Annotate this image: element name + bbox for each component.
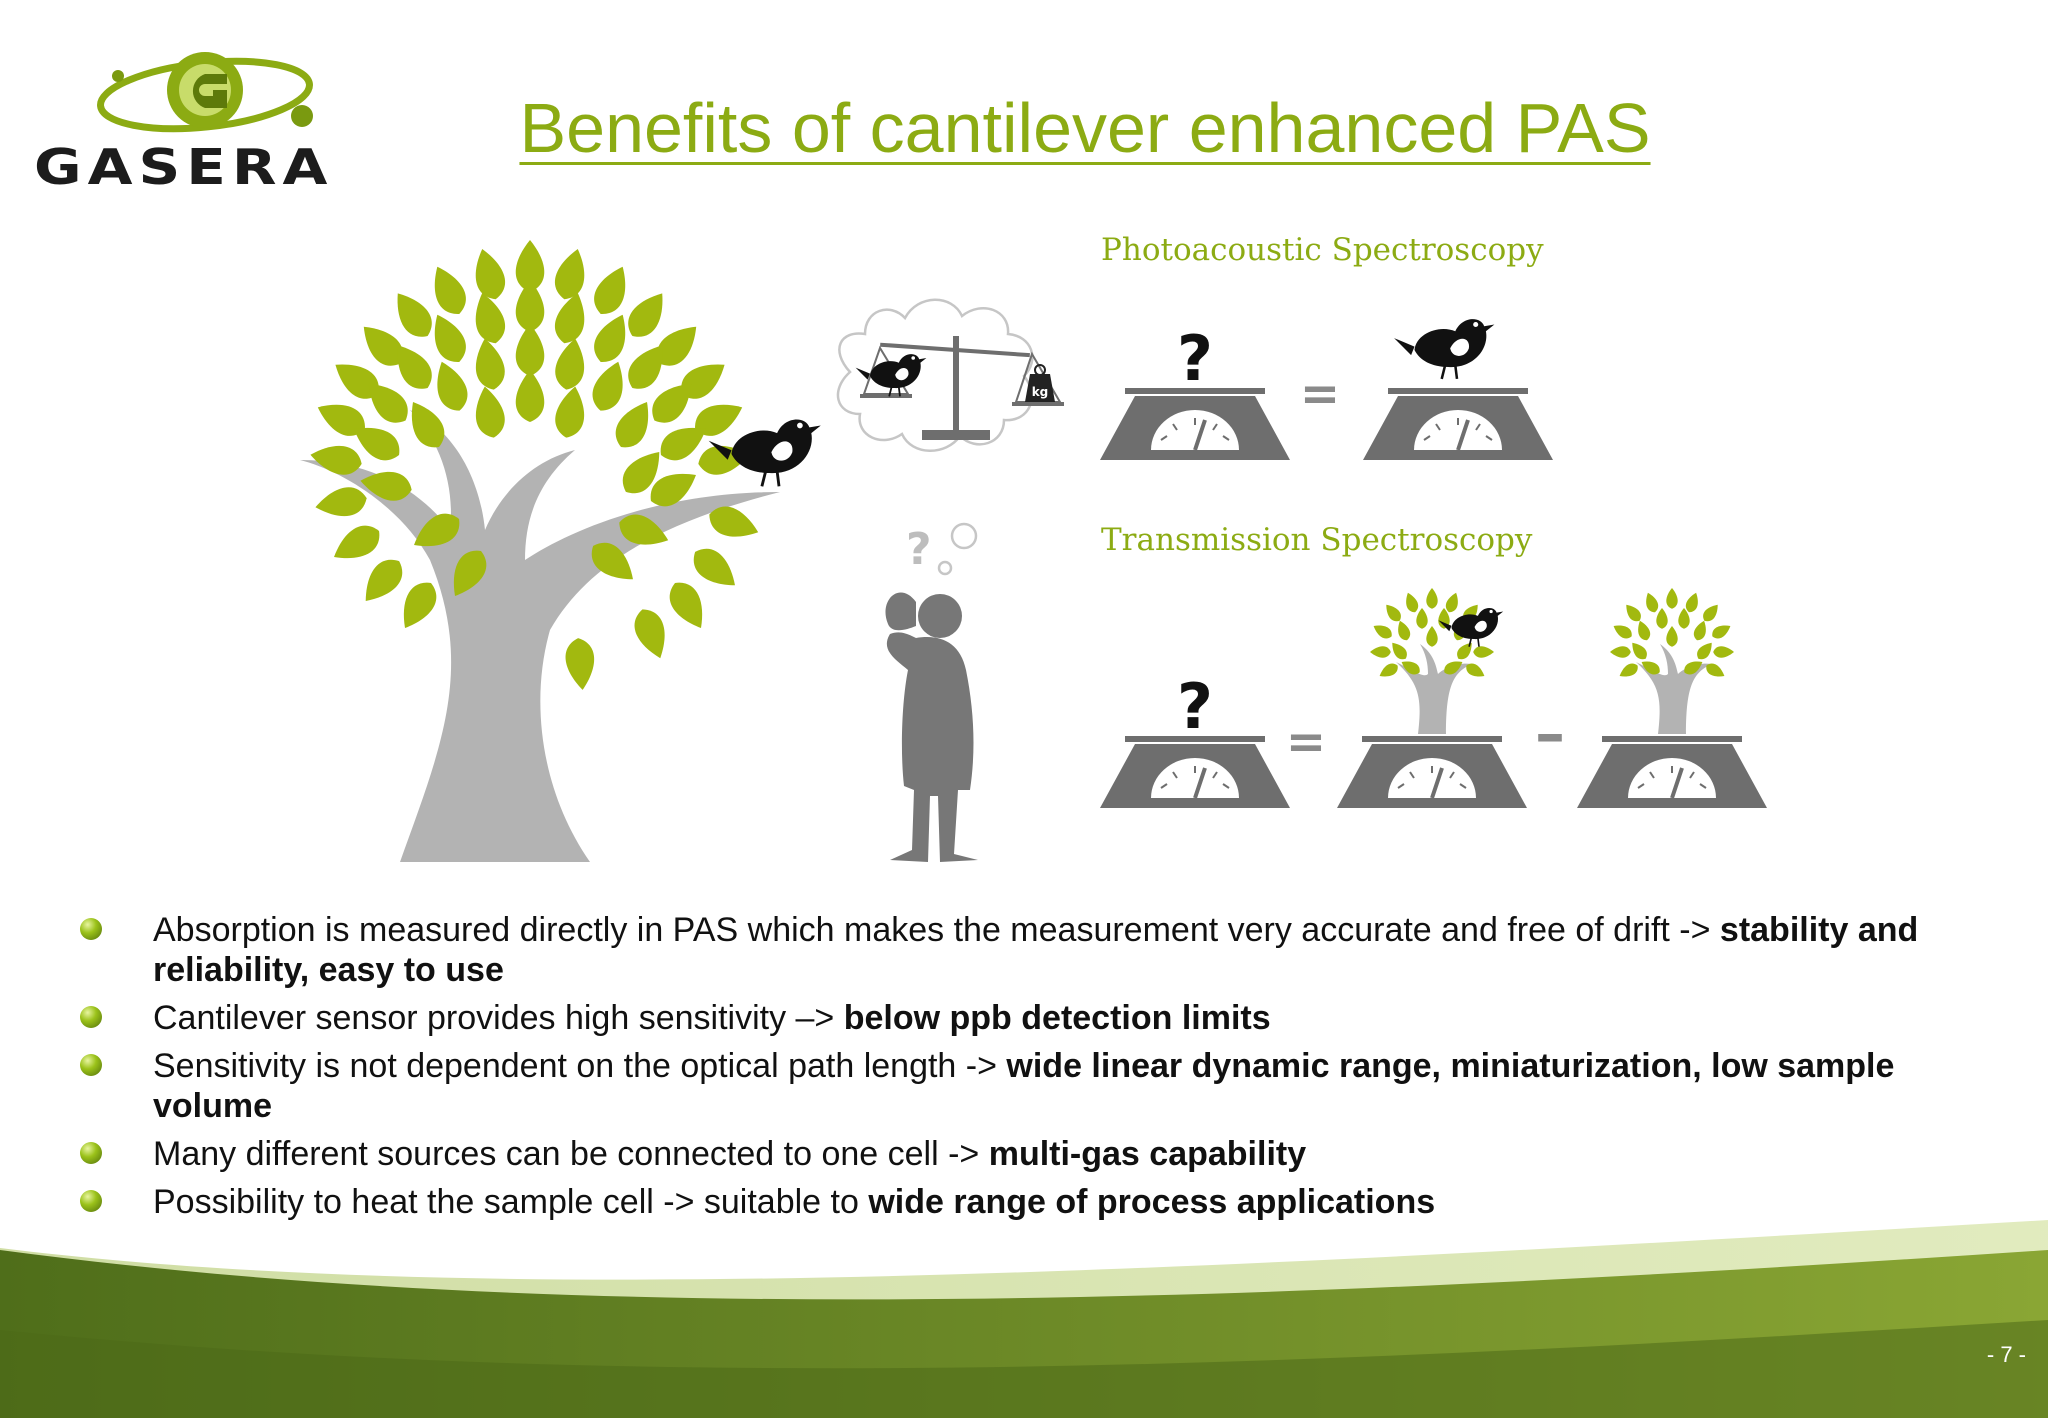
equals-sign: = [1300,366,1340,422]
list-item: Many different sources can be connected … [80,1134,2000,1174]
bullet-icon [80,1142,102,1164]
thinking-question-mark: ? [906,524,932,575]
benefits-list: Absorption is measured directly in PAS w… [80,910,2000,1230]
bullet-text: Sensitivity is not dependent on the opti… [153,1047,1007,1085]
bullet-highlight: wide range of process applications [868,1183,1436,1221]
unknown-question-mark: ? [1177,670,1213,743]
slide-title: Benefits of cantilever enhanced PAS [519,89,1651,167]
bullet-highlight: wide linear dynamic range, miniaturizati… [153,1047,1895,1125]
bullet-highlight: stability and reliability, easy to use [153,911,1919,989]
footer-wave [0,1220,2048,1418]
bullet-icon [80,918,102,940]
thinking-person-icon: ? [885,524,978,862]
bullet-highlight: below ppb detection limits [843,999,1271,1037]
pas-illustration: kg ? ? = ? = – [300,240,1769,862]
tree-with-bird-icon [1370,588,1494,734]
list-item: Sensitivity is not dependent on the opti… [80,1046,2000,1126]
pas-equation: ? = [1098,317,1555,462]
equals-sign: = [1286,714,1326,770]
tree-without-bird-icon [1610,588,1734,734]
pas-label: Photoacoustic Spectroscopy [1101,232,1544,268]
logo-emblem-icon [97,52,313,133]
list-item: Absorption is measured directly in PAS w… [80,910,2000,990]
minus-sign: – [1535,699,1565,769]
scale-right-icon [1575,734,1769,810]
bullet-icon [80,1054,102,1076]
unknown-question-mark: ? [1177,322,1213,395]
page-number: - 7 - [1986,1342,2026,1367]
weight-label: kg [1032,385,1049,399]
scale-left-icon [1098,734,1292,810]
list-item: Possibility to heat the sample cell -> s… [80,1182,2000,1222]
bullet-text: Absorption is measured directly in PAS w… [153,911,1720,949]
bullet-icon [80,1190,102,1212]
bullet-highlight: multi-gas capability [988,1135,1307,1173]
bullet-text: Possibility to heat the sample cell -> s… [153,1183,869,1221]
ts-equation: ? = – [1098,588,1769,810]
scale-right-icon [1361,386,1555,462]
bullet-text: Cantilever sensor provides high sensitiv… [153,999,844,1037]
scale-middle-icon [1335,734,1529,810]
bullet-text: Many different sources can be connected … [153,1135,989,1173]
list-item: Cantilever sensor provides high sensitiv… [80,998,2000,1038]
gasera-logo: GASERA [30,40,380,210]
logo-wordmark: GASERA [34,138,334,196]
bullet-icon [80,1006,102,1028]
ts-label: Transmission Spectroscopy [1101,522,1533,558]
bird-on-scale-icon [1392,317,1496,381]
scale-left-icon [1098,386,1292,462]
big-tree-icon [300,240,780,862]
